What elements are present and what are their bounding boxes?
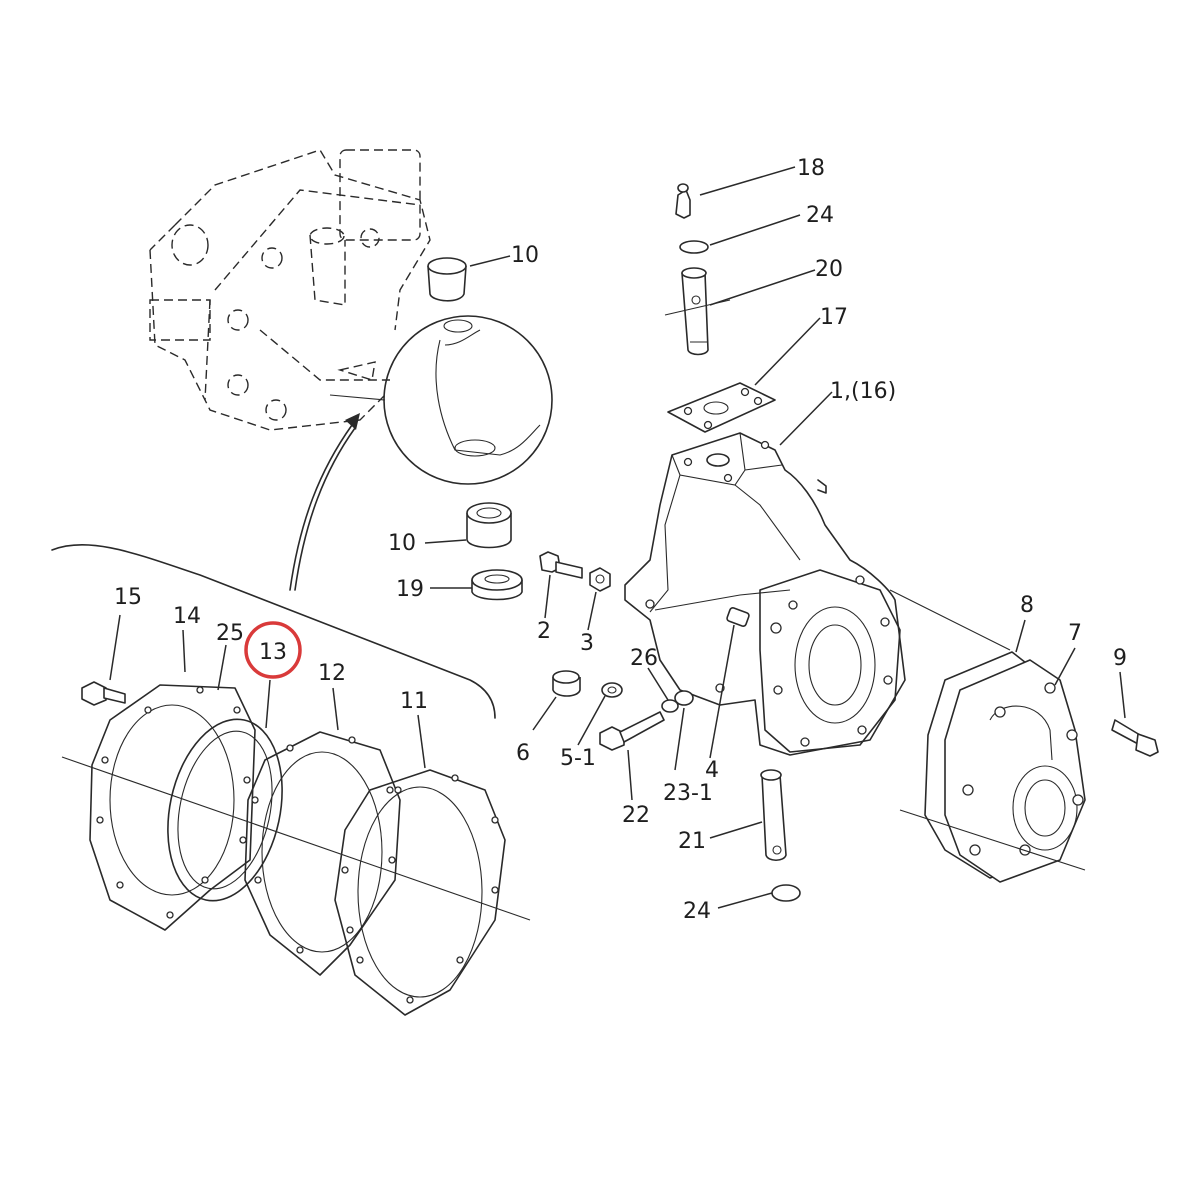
label-26: 26 <box>630 646 658 671</box>
axis-cover <box>899 809 1086 871</box>
label-17: 17 <box>820 305 848 330</box>
label-10-bottom: 10 <box>388 531 416 556</box>
magnified-detail <box>329 315 553 485</box>
label-9: 9 <box>1113 646 1127 671</box>
washer-5-1-hole <box>607 686 617 694</box>
bolt-2 <box>539 551 583 579</box>
bolt-9 <box>1111 719 1159 757</box>
label-23-1: 23-1 <box>663 781 713 806</box>
label-25: 25 <box>216 621 244 646</box>
ghost-housing <box>149 149 431 431</box>
label-11: 11 <box>400 689 428 714</box>
label-19: 19 <box>396 577 424 602</box>
gasket-14 <box>89 684 256 931</box>
bolt-22 <box>599 711 665 751</box>
washer-26 <box>661 699 679 713</box>
label-22: 22 <box>622 803 650 828</box>
bolt-15 <box>81 681 126 706</box>
part-labels: 18 24 10 20 17 1,(16) 10 19 2 3 15 14 25… <box>114 156 1127 924</box>
label-21: 21 <box>678 829 706 854</box>
gasket-11 <box>334 769 506 1016</box>
o-ring-24-top <box>679 240 709 254</box>
grease-fitting-18 <box>675 183 691 219</box>
label-1-16: 1,(16) <box>830 379 896 404</box>
nut-3 <box>589 567 611 592</box>
king-pin-20 <box>681 267 709 356</box>
label-2: 2 <box>537 619 551 644</box>
cover-7 <box>944 659 1086 883</box>
plug-6 <box>552 670 581 697</box>
label-24-bottom: 24 <box>683 899 711 924</box>
bushing-bottom <box>466 502 512 549</box>
label-5-1: 5-1 <box>560 746 596 771</box>
gasket-12 <box>244 731 401 976</box>
washer-5-1 <box>601 682 623 698</box>
o-ring-24-bottom <box>771 884 801 902</box>
label-10-top: 10 <box>511 243 539 268</box>
detail-arrow <box>289 413 360 591</box>
pin-21 <box>760 769 787 862</box>
label-7: 7 <box>1068 621 1082 646</box>
label-20: 20 <box>815 257 843 282</box>
axis-housing <box>889 589 1011 651</box>
label-18: 18 <box>797 156 825 181</box>
shim-17 <box>667 382 776 433</box>
bracket-curve <box>51 543 496 719</box>
label-6: 6 <box>516 741 530 766</box>
label-8: 8 <box>1020 593 1034 618</box>
label-14: 14 <box>173 604 201 629</box>
leader-lines <box>109 166 1126 909</box>
label-15: 15 <box>114 585 142 610</box>
label-3: 3 <box>580 631 594 656</box>
label-12: 12 <box>318 661 346 686</box>
highlight-circle-13 <box>244 621 302 679</box>
seal-19 <box>471 569 523 601</box>
knuckle-housing <box>624 432 906 756</box>
axis-gaskets <box>61 756 531 921</box>
label-13: 13 <box>259 640 287 665</box>
bushing-top <box>427 257 467 302</box>
washer-23-1 <box>674 690 694 706</box>
label-4: 4 <box>705 758 719 783</box>
label-24-top: 24 <box>806 203 834 228</box>
seal-25 <box>167 718 283 902</box>
